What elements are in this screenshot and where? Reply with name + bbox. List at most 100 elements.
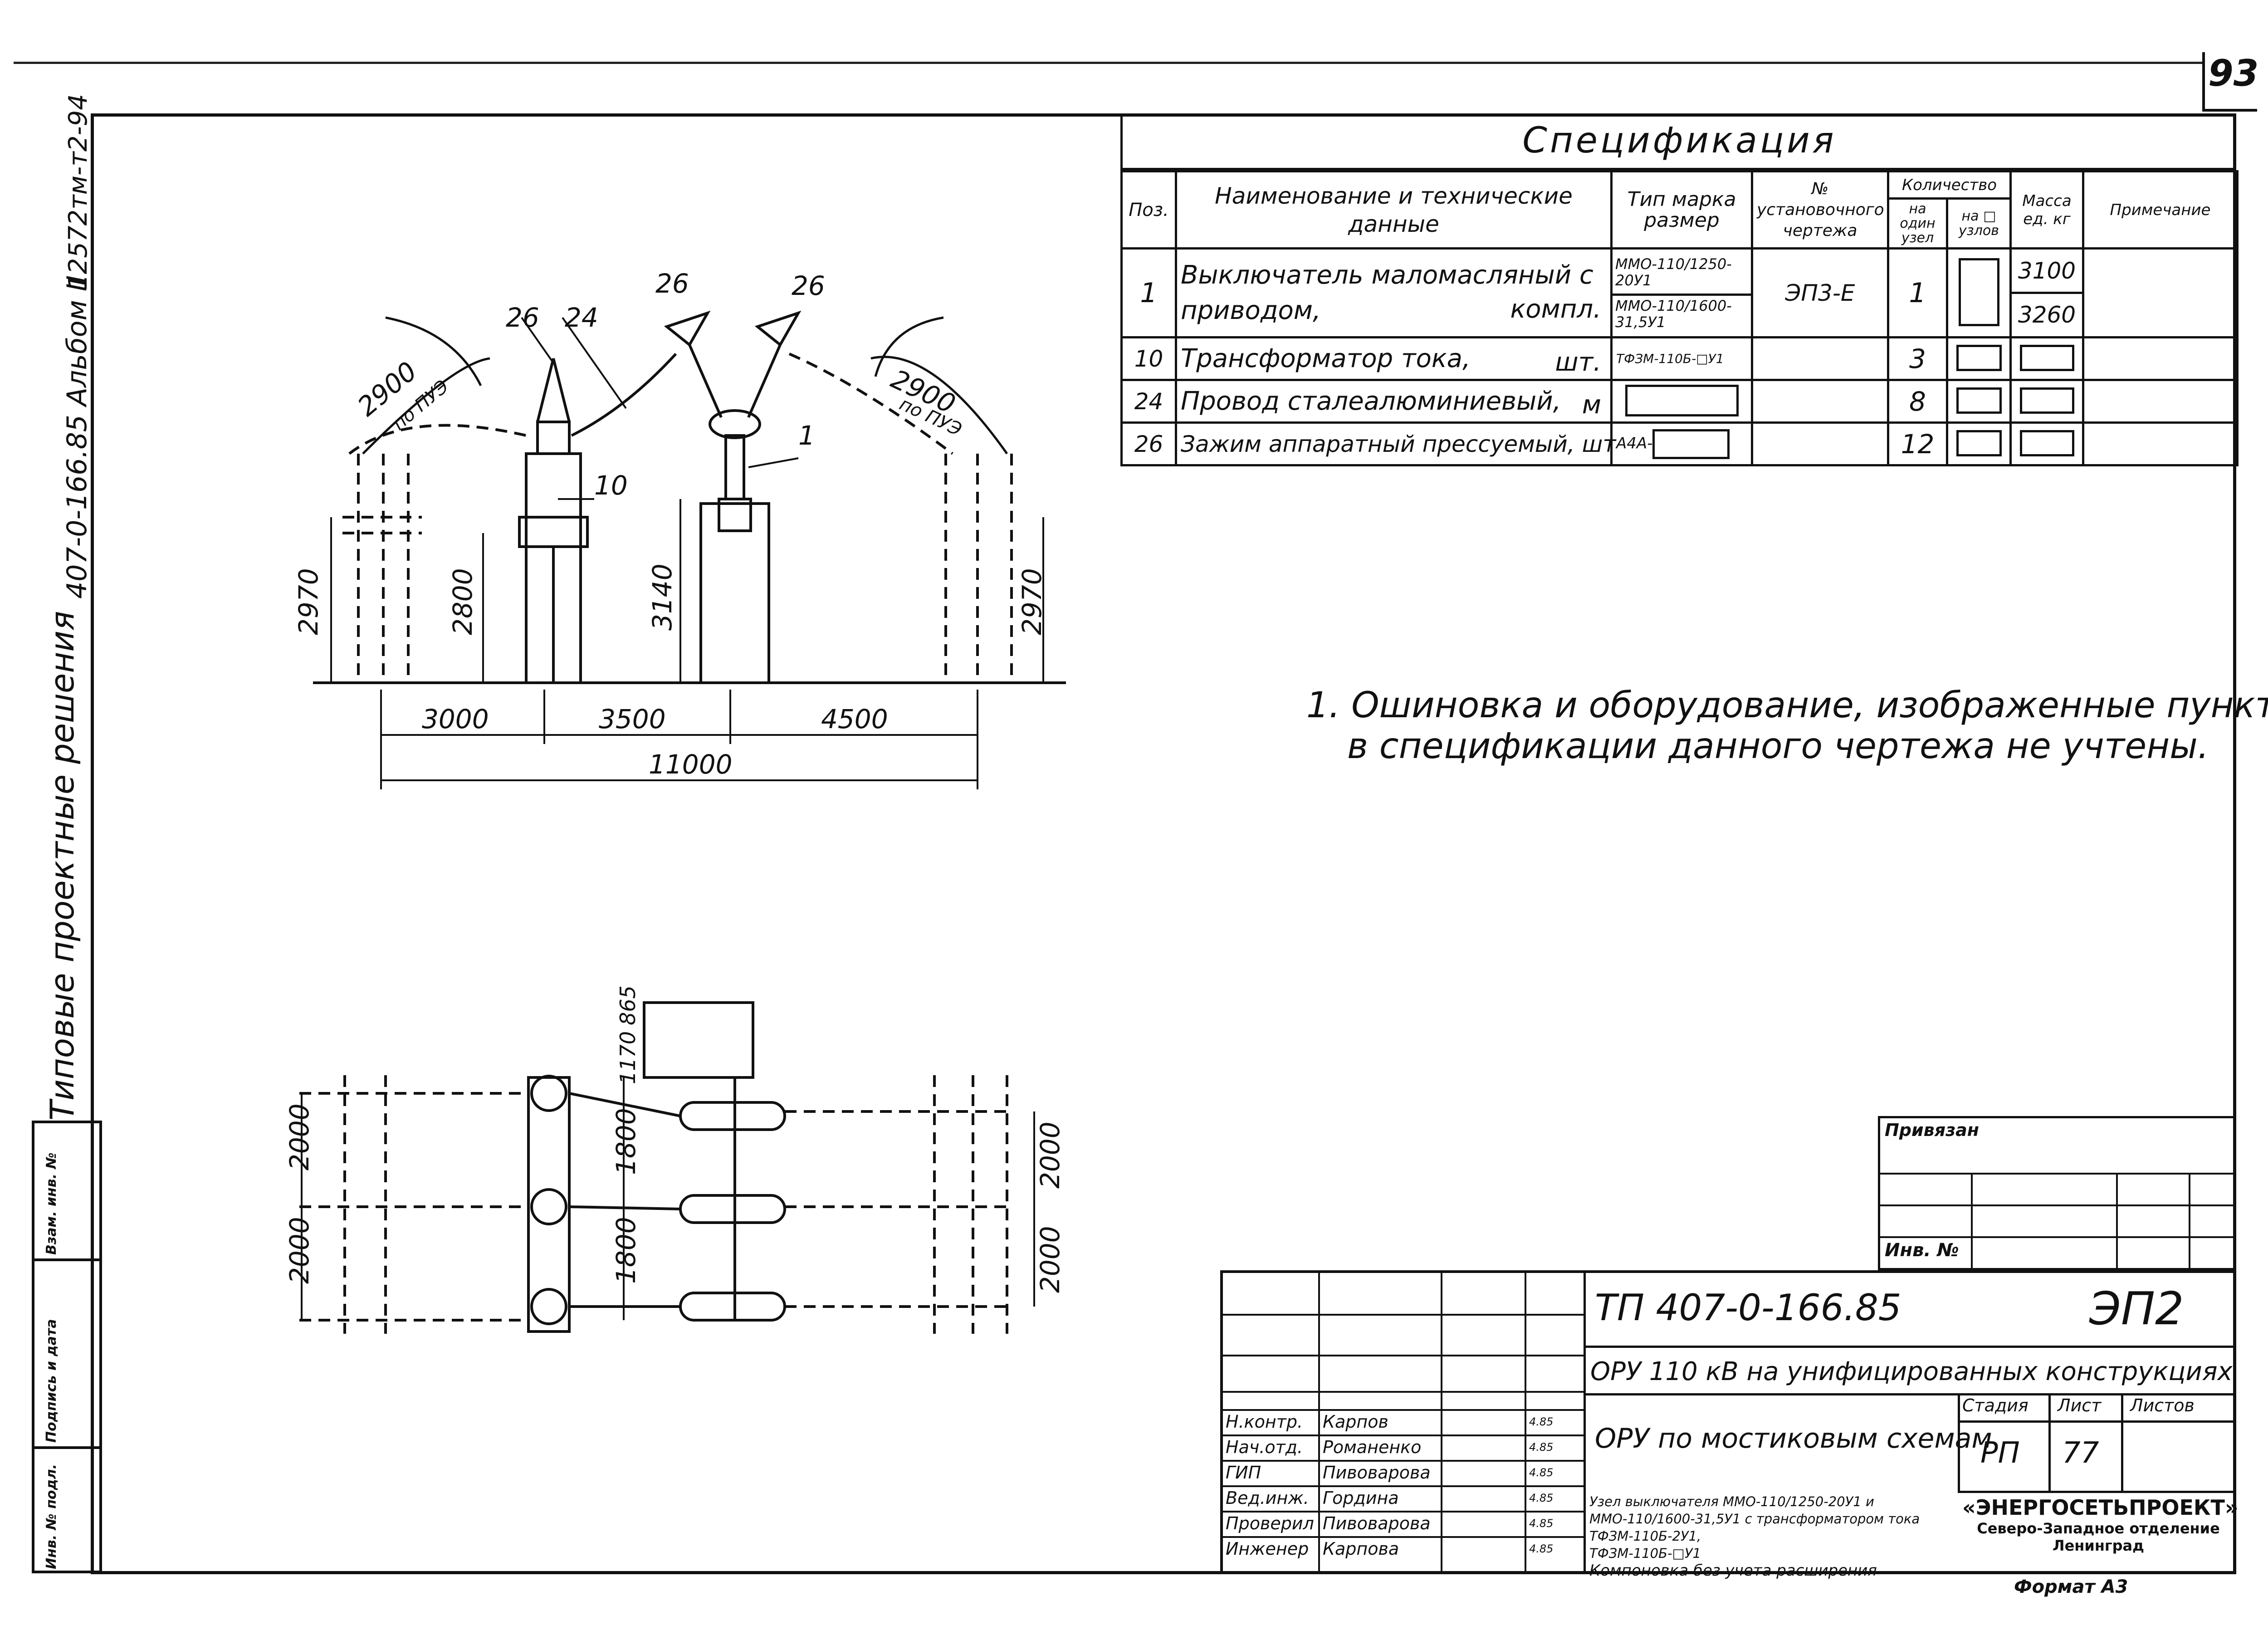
specification-title: Спецификация [1120,113,2236,170]
plan-dim-m1: 1800 [611,1108,641,1175]
dim-3000: 3000 [422,704,489,734]
dim-4500: 4500 [821,704,888,734]
spec-row: 24 Провод сталеалюминиевый, м 8 [1120,379,2239,424]
spec-unit: шт [1582,431,1616,457]
plan-breakers [569,1077,786,1322]
dim-h-ct: 2800 [447,568,478,635]
spec-qty: 3 [1887,336,1948,381]
spec-unit: компл. [1510,294,1601,324]
dim-h-breaker: 3140 [647,563,678,631]
spec-name: Провод сталеалюминиевый, м [1175,379,1613,424]
plan-bus-lines [299,1075,1008,1334]
header-mass: Масса ед. кг [2009,170,2084,250]
spec-qty: 1 [1887,247,1948,338]
spec-note [2082,247,2239,338]
spec-type: А4А- [1610,421,1753,466]
spec-qty: 8 [1887,379,1948,424]
header-type: Тип марка размер [1610,170,1753,250]
dim-h-right: 2970 [1017,568,1047,635]
cabinet [643,1001,754,1079]
plan-dim-l1: 2000 [284,1103,315,1170]
header-pos: Поз. [1120,170,1177,250]
spec-drawing: ЭП3-Е [1751,247,1889,338]
spec-type: ТФЗМ-110Б-□У1 [1610,336,1753,381]
dim-11000: 11000 [649,749,733,780]
privyazan-inv: Инв. № [1885,1240,1959,1261]
plan-ct-row [527,1075,571,1333]
privyazan-block: Привязан Инв. № [1878,1116,2236,1270]
header-qty-per-node: на один узел [1887,197,1948,250]
note-line-1: 1. Ошиновка и оборудование, изображенные… [1306,685,2268,726]
side-stamp-cell-inventory: Инв. № подл. [32,1446,102,1573]
dim-h-left: 2970 [293,568,324,635]
right-portal [944,454,1013,683]
signature-row: Вед.инж. Гордина 4.85 [1223,1485,1586,1511]
signature-table: Н.контр. Карпов 4.85 Нач.отд. Романенко … [1223,1409,1586,1562]
header-qty-nodes: на □ узлов [1946,197,2012,250]
top-border-line [14,62,2204,64]
spec-pos: 10 [1120,336,1177,381]
plan-dim-r2: 2000 [1035,1226,1066,1293]
stage-value: РП [1980,1436,2020,1470]
page-number-box [2202,52,2257,112]
drawing-name: ОРУ по мостиковым схемам [1595,1423,1992,1454]
signature-row: ГИП Пивоварова 4.85 [1223,1460,1586,1485]
project-name: ОРУ 110 кВ на унифицированных конструкци… [1590,1357,2233,1386]
spec-drawing [1751,336,1889,381]
drawing-frame [91,113,2236,1574]
spec-qty-nodes [1946,247,2012,338]
spec-row: 10 Трансформатор тока, шт. ТФЗМ-110Б-□У1… [1120,336,2239,381]
circuit-breaker [664,310,802,684]
signature-row: Н.контр. Карпов 4.85 [1223,1409,1586,1434]
stage-header: Стадия [1962,1395,2028,1415]
plan-view: 2000 2000 1800 1800 1170 865 2000 2000 [284,985,1066,1334]
header-quantity: Количество [1887,170,2012,200]
specification-table: Поз. Наименование и технические данные Т… [1120,170,2239,466]
spec-name: Трансформатор тока, шт. [1175,336,1613,381]
label-26b: 26 [655,268,689,299]
plan-dim-top-b: 865 [616,985,640,1025]
spec-name: Зажим аппаратный прессуемый, шт [1175,421,1616,466]
spec-pos: 24 [1120,379,1177,424]
spec-pos: 1 [1120,247,1177,338]
spec-pos: 26 [1120,421,1177,466]
dim-3500: 3500 [599,704,666,734]
header-name: Наименование и технические данные [1175,170,1613,250]
sheet-header: Лист [2058,1395,2102,1415]
header-note: Примечание [2082,170,2239,250]
sheet-value: 77 [2062,1436,2099,1470]
elevation-view: 26 24 26 26 10 1 3000 3500 4500 11000 29… [293,268,1066,789]
label-10: 10 [594,470,628,501]
spec-mass: 3100 3260 [2009,247,2084,338]
privyazan-title: Привязан [1885,1120,1980,1140]
spec-unit: м [1582,390,1601,420]
signature-row: Инженер Карпова 4.85 [1223,1536,1586,1562]
label-24: 24 [565,302,598,333]
label-1: 1 [798,420,815,451]
title-block: Н.контр. Карпов 4.85 Нач.отд. Романенко … [1220,1270,2239,1579]
plan-dim-r1: 2000 [1035,1121,1066,1189]
current-transformer [518,358,589,683]
project-code: ТП 407-0-166.85 [1595,1287,1901,1329]
spec-type [1610,379,1753,424]
label-26a: 26 [506,302,539,333]
signature-row: Нач.отд. Романенко 4.85 [1223,1434,1586,1460]
spec-qty: 12 [1887,421,1948,466]
spec-type: ММО-110/1250-20У1 ММО-110/1600-31,5У1 [1610,247,1753,338]
drawing-description: Узел выключателя ММО-110/1250-20У1 и ММО… [1589,1494,1920,1580]
note-line-2: в спецификации данного чертежа не учтены… [1347,726,2209,767]
plan-dim-l2: 2000 [284,1217,315,1284]
header-drawing: № установочного чертежа [1751,170,1889,250]
left-portal [342,454,422,683]
spec-row: 26 Зажим аппаратный прессуемый, шт А4А- … [1120,421,2239,466]
signature-row: Проверил Пивоварова 4.85 [1223,1511,1586,1536]
plan-dim-top-a: 1170 [616,1031,640,1084]
spec-name: Выключатель маломасляный с приводом, ком… [1175,247,1613,338]
specification-block: Спецификация Поз. Наименование и техниче… [1120,113,2239,466]
spec-unit: шт. [1555,348,1601,377]
label-26c: 26 [792,270,825,301]
plan-dim-m2: 1800 [611,1217,641,1284]
organization: «ЭНЕРГОСЕТЬПРОЕКТ» Северо-Западное отдел… [1962,1495,2239,1554]
sheet-code: ЭП2 [2089,1282,2184,1335]
spec-row: 1 Выключатель маломасляный с приводом, к… [1120,247,2239,338]
